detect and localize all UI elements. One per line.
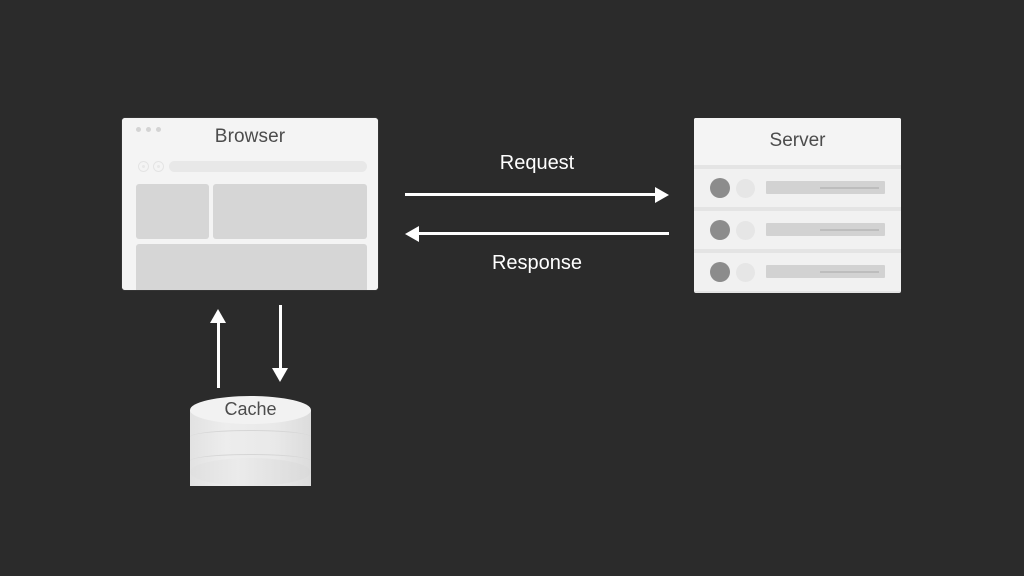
status-dot-icon: [736, 221, 755, 240]
cache-cylinder: Cache: [190, 396, 311, 500]
back-arrow-circle-icon[interactable]: [138, 161, 149, 172]
user-avatar-icon: [710, 262, 730, 282]
main-block: [213, 184, 367, 239]
window-traffic-lights: [136, 127, 161, 132]
url-input[interactable]: [169, 161, 367, 172]
cache-segment-divider: [190, 430, 311, 444]
cache-top-ellipse: Cache: [190, 396, 311, 424]
user-avatar-icon: [710, 178, 730, 198]
browser-window: Browser: [122, 118, 378, 290]
content-bar: [766, 223, 885, 236]
browser-title: Browser: [214, 126, 286, 147]
cache-label: Cache: [224, 399, 277, 419]
arrow-right-icon: [655, 187, 669, 203]
response-arrow-line: [419, 232, 669, 235]
content-bar-accent: [820, 229, 879, 231]
content-bar: [766, 181, 885, 194]
content-bar-accent: [820, 271, 879, 273]
browser-titlebar: Browser: [122, 118, 378, 157]
close-dot-icon[interactable]: [136, 127, 141, 132]
user-avatar-icon: [710, 220, 730, 240]
server-list-item: [694, 169, 901, 207]
sidebar-block: [136, 184, 209, 239]
content-bar-accent: [820, 187, 879, 189]
server-list-item: [694, 211, 901, 249]
status-dot-icon: [736, 179, 755, 198]
cache-read-arrow-line: [217, 322, 220, 388]
cache-write-arrow-line: [279, 305, 282, 369]
arrow-down-icon: [272, 368, 288, 382]
server-header: Server: [694, 118, 901, 165]
browser-navbar: [122, 156, 378, 178]
server-list-item: [694, 253, 901, 291]
server-panel: Server: [694, 118, 901, 293]
server-title: Server: [769, 130, 826, 151]
arrow-up-icon: [210, 309, 226, 323]
minimize-dot-icon[interactable]: [146, 127, 151, 132]
arrow-left-icon: [405, 226, 419, 242]
footer-block: [136, 244, 367, 290]
status-dot-icon: [736, 263, 755, 282]
content-bar: [766, 265, 885, 278]
forward-arrow-circle-icon[interactable]: [153, 161, 164, 172]
request-arrow-line: [405, 193, 657, 196]
response-label: Response: [491, 252, 583, 274]
request-label: Request: [499, 152, 575, 174]
maximize-dot-icon[interactable]: [156, 127, 161, 132]
cache-segment-divider: [190, 454, 311, 468]
browser-content-area: [122, 178, 378, 290]
